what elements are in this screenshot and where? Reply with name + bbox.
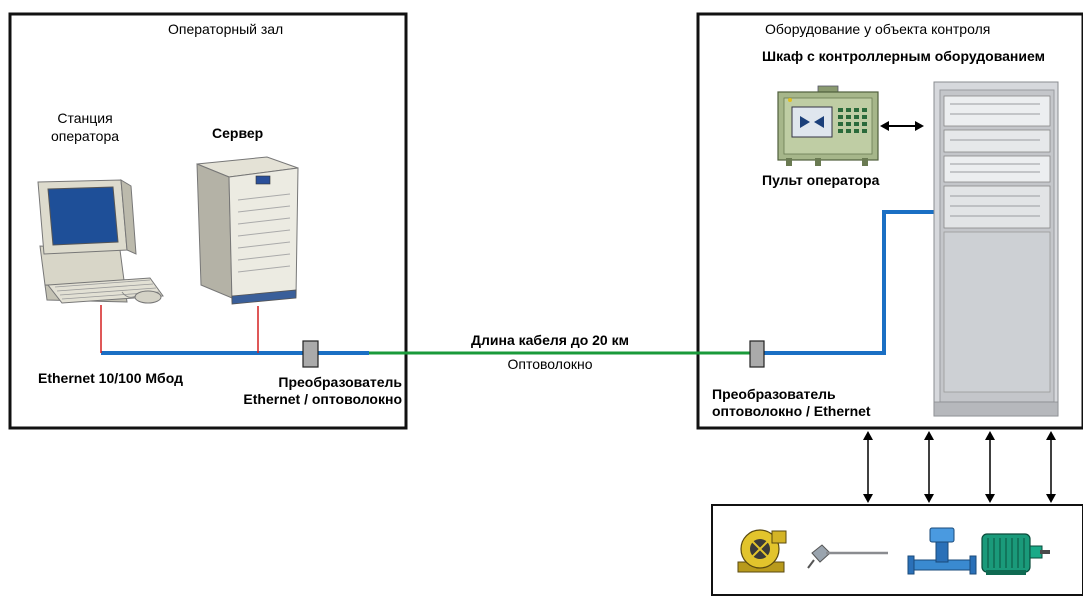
electric-motor-icon (981, 533, 1050, 575)
panel-cabinet-double-arrow (880, 121, 924, 131)
server-icon (196, 156, 299, 305)
converter-right-label-line2: оптоволокно / Ethernet (712, 403, 871, 419)
operator-panel-label: Пульт оператора (762, 172, 880, 188)
cable-length-label: Длина кабеля до 20 км (471, 332, 629, 348)
field-equipment-title: Оборудование у объекта контроля (765, 21, 991, 37)
converter-left-label-line2: Ethernet / оптоволокно (243, 391, 402, 407)
cabinet-label: Шкаф с контроллерным оборудованием (762, 48, 1045, 64)
operator-room-frame (8, 12, 408, 430)
fiber-label: Оптоволокно (507, 356, 593, 372)
converter-right (749, 340, 765, 368)
server-label: Сервер (212, 125, 264, 141)
pump-icon (737, 529, 787, 573)
operator-panel-icon (777, 85, 879, 166)
cabinet-device-double-arrows (863, 431, 1056, 503)
converter-left (302, 340, 319, 368)
operator-room-title: Операторный зал (168, 21, 284, 37)
converter-right-label-line1: Преобразователь (712, 386, 836, 402)
ethernet-line-right (764, 210, 935, 355)
flow-meter-icon (907, 527, 977, 575)
field-equipment-frame (696, 12, 1083, 430)
devices-frame (711, 504, 1083, 596)
temperature-sensor-icon (807, 544, 888, 569)
controller-cabinet-icon (933, 81, 1059, 417)
station-label-line2: оператора (50, 128, 120, 144)
station-label-line1: Станция (57, 110, 113, 126)
workstation-icon (37, 179, 164, 304)
ethernet-label: Ethernet 10/100 Мбод (38, 370, 183, 386)
converter-left-label-line1: Преобразователь (278, 374, 402, 390)
